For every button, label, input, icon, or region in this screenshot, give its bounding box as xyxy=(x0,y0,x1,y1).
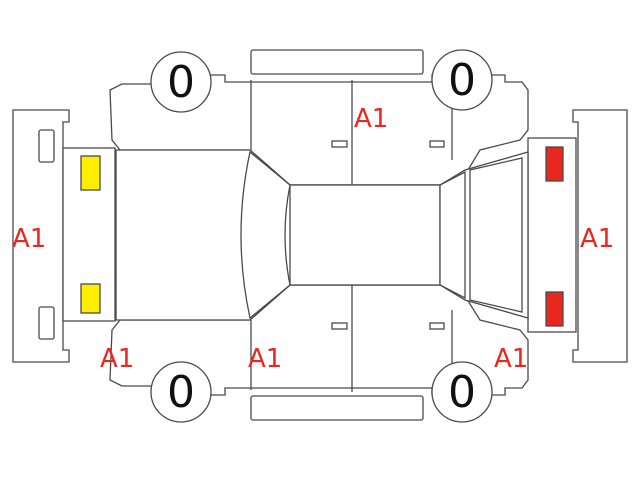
front-bumper-fog-slot-top xyxy=(38,129,55,163)
wheel-front-left xyxy=(150,51,212,113)
front-lamp-top xyxy=(80,155,101,191)
wheel-rear-right-value: 0 xyxy=(448,367,476,418)
mark-lower-door: A1 xyxy=(248,344,282,374)
wheel-rear-right xyxy=(431,361,493,423)
front-lamp-bottom xyxy=(80,283,101,314)
wheel-rear-left-value: 0 xyxy=(167,367,195,418)
mark-rear-lower-quarter: A1 xyxy=(494,344,528,374)
front-bumper xyxy=(12,109,70,363)
rear-lamp-top xyxy=(545,146,564,182)
upper-door-handle-front xyxy=(331,140,348,148)
roof-panel xyxy=(289,184,441,286)
rear-lamp-bottom xyxy=(545,291,564,327)
rear-bumper xyxy=(572,109,628,363)
rear-deck xyxy=(469,157,523,313)
wheel-front-right xyxy=(431,49,493,111)
mark-front-lower-fender: A1 xyxy=(100,344,134,374)
upper-door-handle-rear xyxy=(429,140,445,148)
mark-rear-bumper: A1 xyxy=(580,224,614,254)
mark-front-bumper: A1 xyxy=(12,224,46,254)
rear-window xyxy=(439,170,466,300)
lower-door-handle-rear xyxy=(429,322,445,330)
wheel-front-right-value: 0 xyxy=(448,55,476,106)
wheel-front-left-value: 0 xyxy=(167,57,195,108)
windshield xyxy=(240,150,291,320)
roof-strip-bottom xyxy=(250,395,424,421)
front-bumper-fog-slot-bottom xyxy=(38,306,55,340)
roof-strip-top xyxy=(250,49,424,75)
wheel-rear-left xyxy=(150,361,212,423)
mark-upper-door: A1 xyxy=(354,104,388,134)
lower-door-handle-front xyxy=(331,322,348,330)
